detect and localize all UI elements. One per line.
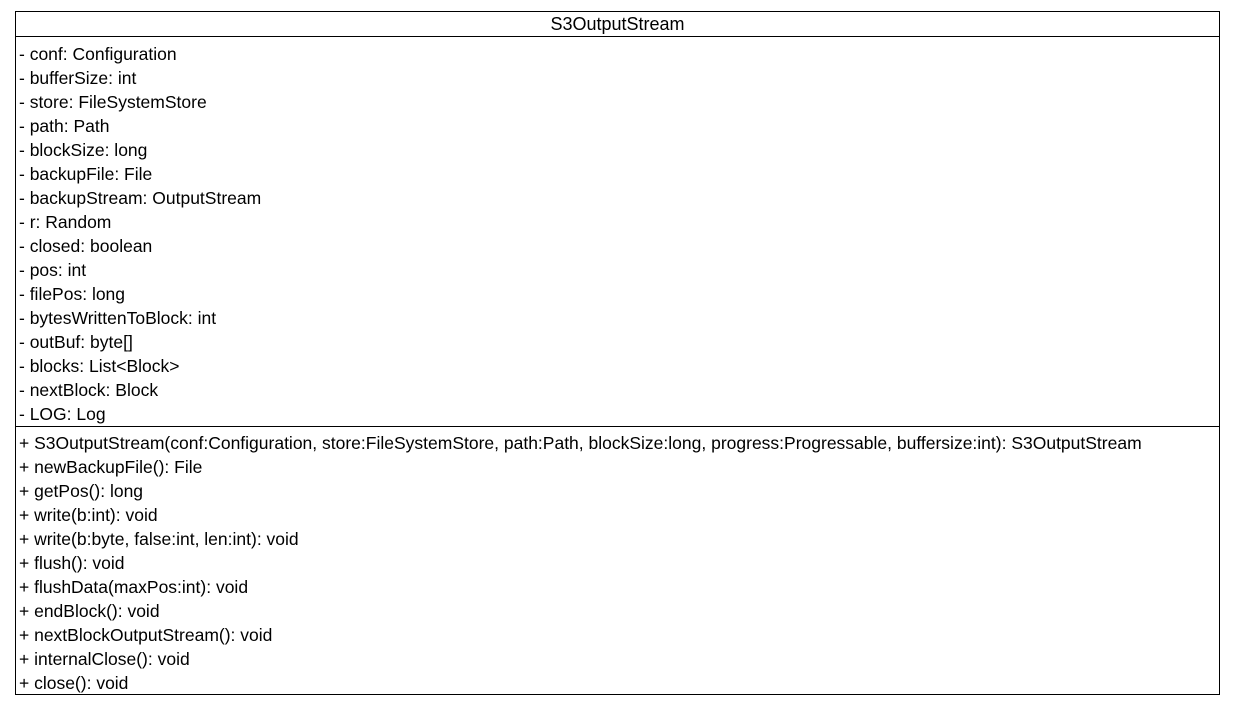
class-name-header: S3OutputStream (16, 12, 1219, 37)
attribute-r: - r: Random (19, 212, 112, 232)
operation-constructor: + S3OutputStream(conf:Configuration, sto… (19, 433, 1142, 453)
attribute-log: - LOG: Log (19, 404, 106, 424)
operation-endblock: + endBlock(): void (19, 601, 160, 621)
attribute-store: - store: FileSystemStore (19, 92, 207, 112)
operation-newbackupfile: + newBackupFile(): File (19, 457, 203, 477)
attribute-backupfile: - backupFile: File (19, 164, 153, 184)
attribute-path: - path: Path (19, 116, 110, 136)
operation-write-bytes: + write(b:byte, false:int, len:int): voi… (19, 529, 299, 549)
operation-getpos: + getPos(): long (19, 481, 144, 501)
uml-class-box: S3OutputStream - conf: Configuration - b… (15, 11, 1220, 695)
attributes-compartment: - conf: Configuration - bufferSize: int … (16, 37, 1219, 427)
attribute-blocksize: - blockSize: long (19, 140, 148, 160)
attribute-buffersize: - bufferSize: int (19, 68, 137, 88)
operation-nextblockoutputstream: + nextBlockOutputStream(): void (19, 625, 273, 645)
attribute-byteswrittentoblock: - bytesWrittenToBlock: int (19, 308, 217, 328)
attribute-pos: - pos: int (19, 260, 87, 280)
operation-close: + close(): void (19, 673, 129, 693)
operations-compartment: + S3OutputStream(conf:Configuration, sto… (16, 427, 1219, 695)
attribute-blocks: - blocks: List<Block> (19, 356, 180, 376)
attribute-outbuf: - outBuf: byte[] (19, 332, 133, 352)
attribute-backupstream: - backupStream: OutputStream (19, 188, 262, 208)
attribute-nextblock: - nextBlock: Block (19, 380, 159, 400)
operation-internalclose: + internalClose(): void (19, 649, 190, 669)
operation-write-int: + write(b:int): void (19, 505, 158, 525)
attribute-filepos: - filePos: long (19, 284, 126, 304)
operation-flushdata: + flushData(maxPos:int): void (19, 577, 249, 597)
operation-flush: + flush(): void (19, 553, 125, 573)
attribute-closed: - closed: boolean (19, 236, 153, 256)
attribute-conf: - conf: Configuration (19, 44, 177, 64)
